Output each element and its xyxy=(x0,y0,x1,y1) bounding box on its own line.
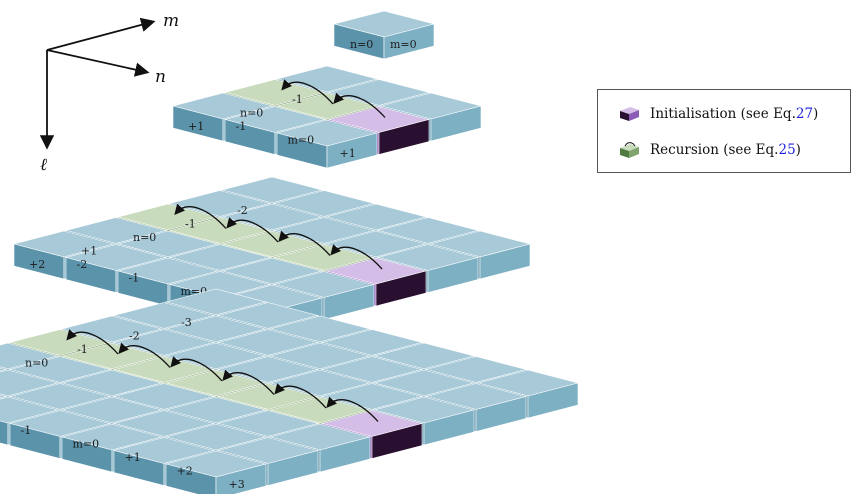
n-axis-arrow xyxy=(46,49,150,77)
recursion-arrow xyxy=(278,230,331,256)
legend-recursion-ref[interactable]: 25 xyxy=(778,142,796,158)
recursion-arrow xyxy=(333,92,386,118)
cube-right-face xyxy=(475,396,527,432)
cube-right-face xyxy=(326,132,378,169)
legend-initialisation-text: Initialisation (see Eq. xyxy=(650,106,796,122)
cube-right-face xyxy=(479,243,531,280)
m-axis-arrow xyxy=(46,17,156,51)
cube-label: n=0 xyxy=(350,38,373,51)
cube-label: m=0 xyxy=(390,38,417,51)
cube-right-face xyxy=(371,423,423,459)
recursion-arrow xyxy=(66,329,119,355)
legend-item-initialisation: Initialisation (see Eq. 27) xyxy=(618,104,818,124)
cube-top-face xyxy=(0,367,8,372)
left-row-label: -2 xyxy=(237,204,248,217)
legend-item-recursion: Recursion (see Eq. 25) xyxy=(618,140,801,160)
layer-l1: -1n=0+1-1m=0+1 xyxy=(171,65,483,169)
cube-right-face xyxy=(427,257,479,293)
right-row-label: +1 xyxy=(125,451,141,464)
right-row-label: -1 xyxy=(129,272,140,285)
cube-right-face xyxy=(323,284,375,320)
recursion-cube-icon xyxy=(620,142,639,158)
recursion-arrows xyxy=(66,79,386,422)
recursion-arrow xyxy=(118,342,171,368)
left-row-label: n=0 xyxy=(240,107,263,120)
n-axis-label: n xyxy=(155,67,166,87)
right-row-label: m=0 xyxy=(73,438,100,451)
recursion-arrow xyxy=(174,203,227,229)
left-row-label: n=0 xyxy=(25,357,48,370)
initialisation-cube-icon xyxy=(620,107,639,121)
legend-initialisation-ref[interactable]: 27 xyxy=(795,106,814,122)
legend-box: Initialisation (see Eq. 27) Recursion (s… xyxy=(597,89,851,173)
left-row-label: -2 xyxy=(129,330,140,343)
recursion-arrow xyxy=(274,383,327,409)
right-row-label: -2 xyxy=(77,258,88,271)
layer-l3: -3-2-1n=0+1+2+3-3-2-1m=0+1+2+3 xyxy=(0,288,580,498)
cube-right-face xyxy=(375,270,427,307)
cube-right-face xyxy=(319,436,371,473)
right-row-label: -1 xyxy=(236,120,247,133)
left-row-label: -1 xyxy=(77,343,88,356)
cube-left-face xyxy=(165,463,217,498)
cube xyxy=(164,450,268,498)
legend-recursion-text: Recursion (see Eq. xyxy=(650,142,779,158)
left-row-label: +1 xyxy=(188,120,204,133)
m-axis-label: m xyxy=(163,11,179,31)
cube xyxy=(275,119,379,169)
l-axis-label: ℓ xyxy=(40,155,47,175)
axes-group: m n ℓ xyxy=(39,11,179,175)
legend-recursion-close: ) xyxy=(795,142,801,158)
recursion-arrow xyxy=(281,79,334,105)
cube-right-face xyxy=(430,105,482,142)
recursion-arrow xyxy=(326,396,379,422)
left-row-label: -1 xyxy=(292,93,303,106)
left-row-label: -3 xyxy=(181,316,192,329)
cube-right-face xyxy=(378,119,430,155)
cube-right-face xyxy=(423,409,475,446)
right-row-label: +1 xyxy=(340,147,356,160)
recursion-arrow xyxy=(226,217,279,243)
cube xyxy=(332,10,436,60)
legend-initialisation-close: ) xyxy=(813,106,819,122)
cube-right-face xyxy=(383,23,435,60)
recursion-arrow xyxy=(170,356,223,382)
recursion-arrow xyxy=(222,369,275,395)
left-row-label: +1 xyxy=(81,245,97,258)
layer-l0: n=0 m=0 xyxy=(332,10,436,60)
cube-right-face xyxy=(527,382,579,419)
right-row-label: +3 xyxy=(229,478,245,491)
left-row-label: -1 xyxy=(185,218,196,231)
left-row-label: n=0 xyxy=(133,231,156,244)
cube-right-face xyxy=(267,450,319,486)
recursion-arrow xyxy=(330,244,383,270)
right-row-label: +2 xyxy=(177,465,193,478)
right-row-label: m=0 xyxy=(288,134,315,147)
cube-top-face xyxy=(0,394,8,399)
left-row-label: +2 xyxy=(29,258,45,271)
right-row-label: -1 xyxy=(21,424,32,437)
cube-right-face xyxy=(215,463,267,498)
